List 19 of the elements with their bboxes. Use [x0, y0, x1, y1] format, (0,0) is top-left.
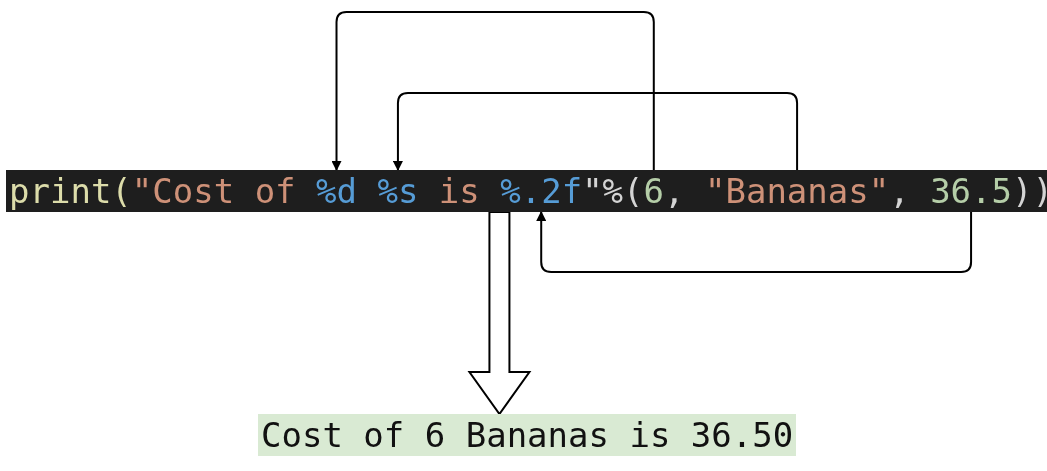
- code-token: 6: [643, 170, 665, 212]
- code-token: ,: [889, 170, 910, 212]
- block-arrow: [467, 211, 532, 416]
- code-token: %d: [316, 170, 357, 212]
- code-token: %s: [377, 170, 419, 212]
- output-highlight: Cost of 6 Bananas is 36.50: [258, 414, 797, 456]
- code-token: "%(: [582, 170, 644, 212]
- code-token: is: [438, 170, 480, 212]
- code-token: print(: [9, 170, 132, 212]
- arrow: [331, 11, 655, 171]
- code-token: ,: [664, 170, 685, 212]
- code-token: "Bananas": [704, 170, 890, 212]
- code-line-background: [6, 170, 1047, 212]
- code-token: %.2f: [500, 170, 583, 212]
- code-token: "Cost of: [131, 170, 296, 212]
- arrow: [536, 211, 973, 273]
- code-token: 36.5: [930, 170, 1012, 212]
- arrow: [392, 92, 799, 171]
- code-token: )): [1012, 170, 1047, 212]
